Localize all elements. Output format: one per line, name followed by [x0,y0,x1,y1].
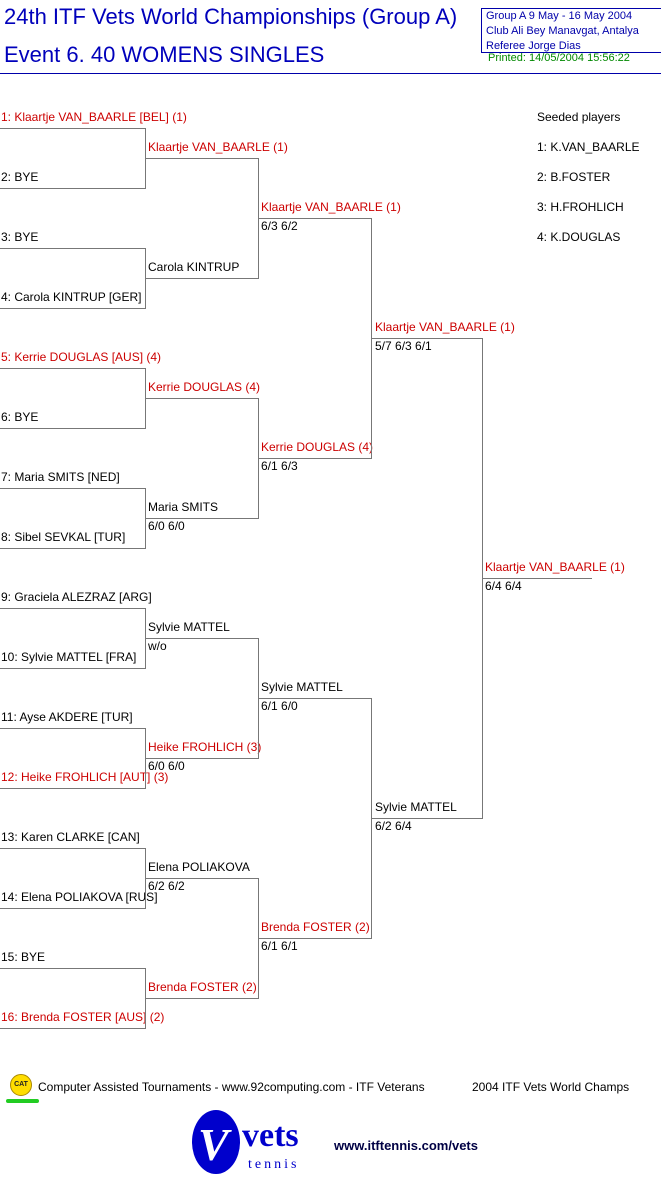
draw-entry: 7: Maria SMITS [NED] [1,470,120,484]
qf-score: 6/1 6/0 [261,699,298,713]
round2-score: 6/0 6/0 [148,519,185,533]
header-divider [0,73,661,74]
draw-entry: 4: Carola KINTRUP [GER] [1,290,142,304]
draw-line [0,908,145,909]
sf-winner: Klaartje VAN_BAARLE (1) [375,320,515,334]
round2-line [145,878,258,879]
logo-tennis-word: tennis [248,1157,299,1172]
draw-entry: 1: Klaartje VAN_BAARLE [BEL] (1) [1,110,187,124]
round2-winner: Brenda FOSTER (2) [148,980,257,994]
qf-line [258,938,371,939]
draw-line [0,368,145,369]
qf-line [258,458,371,459]
printed-timestamp: Printed: 14/05/2004 15:56:22 [488,52,630,64]
draw-line [0,788,145,789]
round2-winner: Kerrie DOUGLAS (4) [148,380,261,394]
draw-entry: 5: Kerrie DOUGLAS [AUS] (4) [1,350,162,364]
qf-line [258,218,371,219]
draw-entry: 9: Graciela ALEZRAZ [ARG] [1,590,152,604]
sf-score: 5/7 6/3 6/1 [375,339,432,353]
draw-line [0,428,145,429]
seeded-player: 1: K.VAN_BAARLE [537,140,640,154]
seeded-players-heading: Seeded players [537,110,621,124]
tournament-info-box: Group A 9 May - 16 May 2004 Club Ali Bey… [481,8,661,53]
round2-line [145,638,258,639]
round2-line [145,998,258,999]
draw-entry: 8: Sibel SEVKAL [TUR] [1,530,126,544]
draw-line [0,188,145,189]
seeded-player: 2: B.FOSTER [537,170,611,184]
logo-v-letter: V [198,1119,232,1170]
final-line [482,578,592,579]
draw-line [0,488,145,489]
qf-winner: Brenda FOSTER (2) [261,920,370,934]
round2-score: w/o [148,639,167,653]
event-title: Event 6. 40 WOMENS SINGLES [4,42,325,67]
round2-winner: Carola KINTRUP [148,260,240,274]
seeded-player: 4: K.DOUGLAS [537,230,621,244]
draw-entry: 2: BYE [1,170,39,184]
draw-entry: 13: Karen CLARKE [CAN] [1,830,140,844]
qf-winner: Sylvie MATTEL [261,680,343,694]
qf-winner: Kerrie DOUGLAS (4) [261,440,374,454]
round2-line [145,278,258,279]
round2-winner: Klaartje VAN_BAARLE (1) [148,140,288,154]
round2-score: 6/0 6/0 [148,759,185,773]
cat-logo-underline [6,1099,39,1103]
sf-winner: Sylvie MATTEL [375,800,457,814]
qf-score: 6/1 6/3 [261,459,298,473]
draw-line [0,968,145,969]
sf-line [371,338,482,339]
info-referee: Referee Jorge Dias [486,40,581,52]
round2-winner: Maria SMITS [148,500,219,514]
round2-line [145,758,258,759]
final-score: 6/4 6/4 [485,579,522,593]
itf-vets-url: www.itftennis.com/vets [334,1138,478,1153]
round2-winner: Heike FROHLICH (3) [148,740,262,754]
cat-logo-icon: CAT [10,1074,32,1096]
draw-line [0,308,145,309]
draw-line [0,608,145,609]
qf-winner: Klaartje VAN_BAARLE (1) [261,200,401,214]
draw-entry: 6: BYE [1,410,39,424]
draw-line [0,548,145,549]
draw-entry: 10: Sylvie MATTEL [FRA] [1,650,137,664]
round2-score: 6/2 6/2 [148,879,185,893]
round2-line [145,398,258,399]
logo-vets-word: vets [242,1117,299,1154]
logo-ellipse [192,1110,240,1174]
draw-entry: 12: Heike FROHLICH [AUT] (3) [1,770,169,784]
draw-entry: 16: Brenda FOSTER [AUS] (2) [1,1010,165,1024]
draw-line [0,848,145,849]
footer-event-name: 2004 ITF Vets World Champs [472,1080,630,1094]
draw-line [0,128,145,129]
info-group-dates: Group A 9 May - 16 May 2004 [486,10,633,22]
qf-score: 6/3 6/2 [261,219,298,233]
info-venue: Club Ali Bey Manavgat, Antalya [486,25,639,37]
draw-line [0,248,145,249]
draw-entry: 15: BYE [1,950,46,964]
draw-entry: 11: Ayse AKDERE [TUR] [1,710,133,724]
qf-line [258,698,371,699]
sf-score: 6/2 6/4 [375,819,412,833]
qf-score: 6/1 6/1 [261,939,298,953]
footer-credit: Computer Assisted Tournaments - www.92co… [38,1080,425,1094]
draw-line [0,668,145,669]
draw-line [0,1028,145,1029]
round2-line [145,518,258,519]
round2-winner: Elena POLIAKOVA [148,860,250,874]
vets-tennis-logo: V vets tennis [192,1110,299,1174]
champion: Klaartje VAN_BAARLE (1) [485,560,625,574]
sf-line [371,818,482,819]
round2-line [145,158,258,159]
draw-line [0,728,145,729]
page-title: 24th ITF Vets World Championships (Group… [4,4,458,29]
seeded-player: 3: H.FROHLICH [537,200,624,214]
draw-entry: 14: Elena POLIAKOVA [RUS] [1,890,158,904]
draw-entry: 3: BYE [1,230,39,244]
round2-winner: Sylvie MATTEL [148,620,230,634]
